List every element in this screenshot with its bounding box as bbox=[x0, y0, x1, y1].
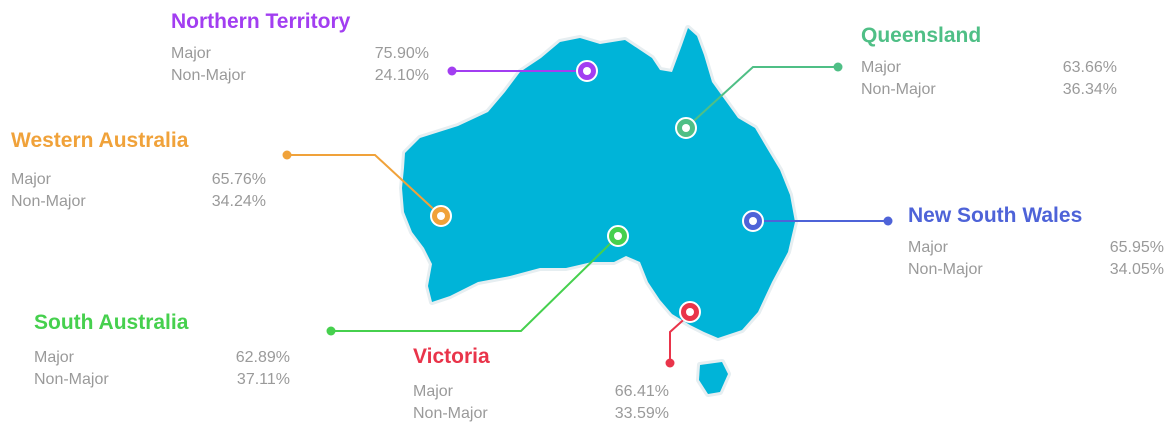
stat-row-non-major: Non-Major 24.10% bbox=[171, 65, 429, 87]
stat-row-non-major: Non-Major 34.24% bbox=[11, 191, 266, 213]
stat-value: 34.05% bbox=[1109, 261, 1164, 278]
stat-row-non-major: Non-Major 33.59% bbox=[413, 403, 669, 425]
stat-row-non-major: Non-Major 36.34% bbox=[861, 79, 1117, 101]
stat-label: Major bbox=[34, 349, 75, 366]
location-marker-center-wa bbox=[437, 212, 445, 220]
stat-value: 66.41% bbox=[614, 383, 669, 400]
stat-value: 36.34% bbox=[1062, 81, 1117, 98]
tasmania bbox=[696, 359, 731, 397]
connector-lines bbox=[282, 62, 893, 368]
stat-label: Non-Major bbox=[11, 193, 86, 210]
australia-mainland bbox=[399, 25, 798, 341]
region-title: New South Wales bbox=[908, 204, 1083, 227]
stat-row-major: Major 63.66% bbox=[861, 57, 1117, 79]
stat-row-major: Major 75.90% bbox=[171, 43, 429, 65]
stat-label: Non-Major bbox=[413, 405, 488, 422]
stat-value: 37.11% bbox=[236, 371, 290, 388]
stat-label: Non-Major bbox=[171, 67, 246, 84]
stat-row-major: Major 66.41% bbox=[413, 381, 669, 403]
connector-line-sa bbox=[331, 235, 619, 332]
region-new-south-wales: New South Wales Major 65.95% Non-Major 3… bbox=[908, 204, 1164, 281]
region-victoria: Victoria Major 66.41% Non-Major 33.59% bbox=[413, 345, 669, 425]
stat-row-major: Major 65.95% bbox=[908, 237, 1164, 259]
stat-label: Major bbox=[413, 383, 454, 400]
stat-value: 62.89% bbox=[235, 349, 290, 366]
stat-value: 75.90% bbox=[374, 45, 429, 62]
region-title: Victoria bbox=[413, 345, 490, 368]
connector-end-dot-qld bbox=[833, 62, 843, 72]
stat-value: 33.59% bbox=[614, 405, 669, 422]
stat-label: Non-Major bbox=[34, 371, 109, 388]
stat-value: 65.95% bbox=[1109, 239, 1164, 256]
location-marker-center-sa bbox=[614, 232, 622, 240]
region-title: Northern Territory bbox=[171, 10, 351, 33]
region-title: Western Australia bbox=[11, 129, 189, 152]
stat-label: Major bbox=[908, 239, 949, 256]
stat-value: 24.10% bbox=[374, 67, 429, 84]
stat-value: 63.66% bbox=[1062, 59, 1117, 76]
location-marker-center-qld bbox=[682, 124, 690, 132]
region-northern-territory: Northern Territory Major 75.90% Non-Majo… bbox=[171, 10, 429, 87]
connector-line-wa bbox=[287, 154, 442, 217]
region-queensland: Queensland Major 63.66% Non-Major 36.34% bbox=[861, 24, 1117, 101]
region-south-australia: South Australia Major 62.89% Non-Major 3… bbox=[34, 311, 290, 391]
stat-row-major: Major 62.89% bbox=[34, 347, 290, 369]
connector-end-dot-nt bbox=[447, 66, 457, 76]
stat-label: Non-Major bbox=[861, 81, 936, 98]
stat-label: Major bbox=[861, 59, 902, 76]
stat-label: Major bbox=[11, 171, 52, 188]
connector-end-dot-vic bbox=[665, 358, 675, 368]
stat-row-major: Major 65.76% bbox=[11, 169, 266, 191]
stat-row-non-major: Non-Major 34.05% bbox=[908, 259, 1164, 281]
location-marker-center-vic bbox=[686, 308, 694, 316]
stat-value: 34.24% bbox=[211, 193, 266, 210]
connector-end-dot-wa bbox=[282, 150, 292, 160]
location-marker-center-nt bbox=[583, 67, 591, 75]
connector-end-dot-nsw bbox=[883, 216, 893, 226]
stat-value: 65.76% bbox=[211, 171, 266, 188]
connector-line-qld bbox=[685, 66, 838, 129]
stat-label: Non-Major bbox=[908, 261, 983, 278]
region-markers bbox=[430, 60, 764, 323]
location-marker-center-nsw bbox=[749, 217, 757, 225]
region-western-australia: Western Australia Major 65.76% Non-Major… bbox=[11, 129, 266, 213]
stat-row-non-major: Non-Major 37.11% bbox=[34, 369, 290, 391]
stat-label: Major bbox=[171, 45, 212, 62]
connector-end-dot-sa bbox=[326, 326, 336, 336]
region-title: South Australia bbox=[34, 311, 189, 334]
region-title: Queensland bbox=[861, 24, 982, 47]
